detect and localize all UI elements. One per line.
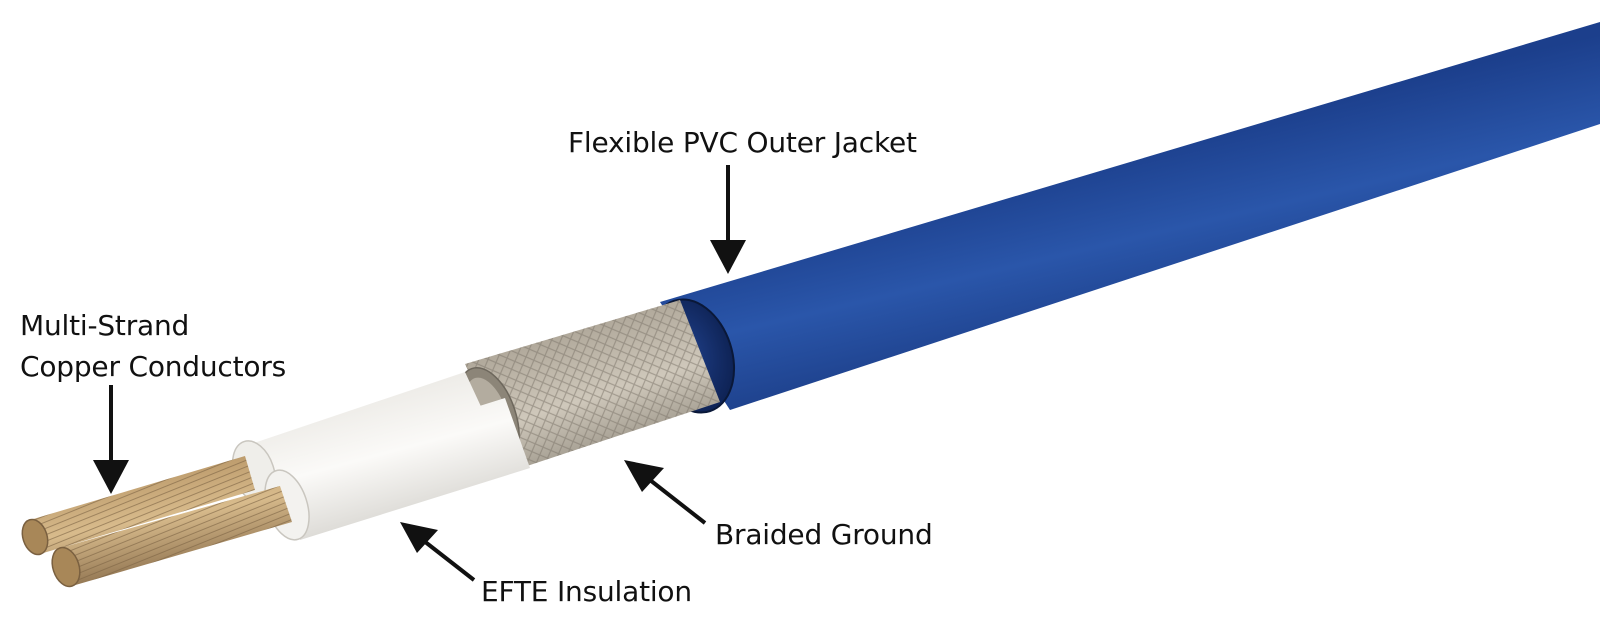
label-copper-conductors: Multi-Strand Copper Conductors (20, 305, 286, 387)
copper-conductor-front (51, 486, 292, 588)
arrow-copper (93, 385, 129, 494)
label-outer-jacket: Flexible PVC Outer Jacket (568, 126, 917, 159)
label-copper-line-1: Multi-Strand (20, 309, 190, 342)
arrow-braid (624, 460, 707, 525)
copper-conductor-rear (21, 456, 255, 556)
arrow-insulation (400, 522, 476, 582)
outer-jacket (648, 22, 1600, 414)
arrow-jacket (710, 165, 746, 274)
label-braided-ground: Braided Ground (715, 518, 933, 551)
label-efte-insulation: EFTE Insulation (481, 575, 692, 608)
label-copper-line-2: Copper Conductors (20, 350, 287, 383)
